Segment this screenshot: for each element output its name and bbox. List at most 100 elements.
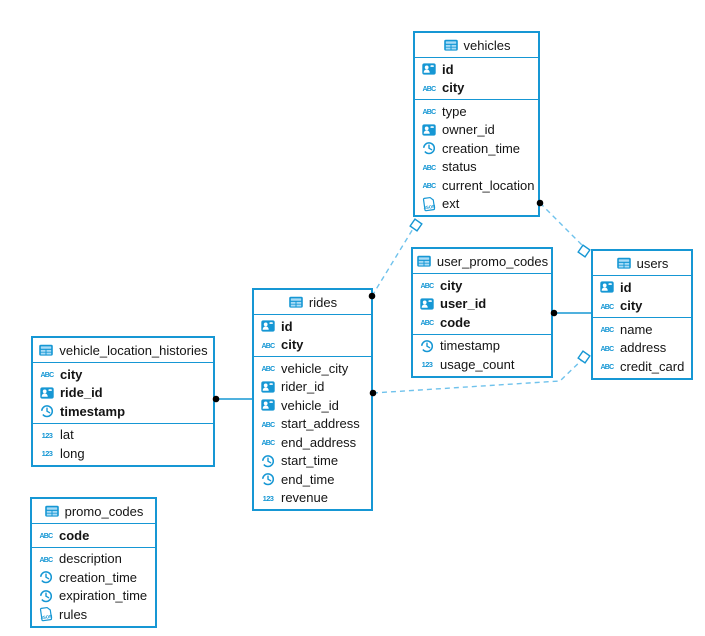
svg-text:ABC: ABC	[422, 109, 436, 116]
table-icon	[616, 255, 632, 271]
edge-diamond-marker	[577, 244, 591, 258]
column-row[interactable]: id	[593, 278, 691, 297]
table-header[interactable]: vehicles	[415, 33, 538, 58]
column-name: owner_id	[442, 122, 495, 138]
person-id-icon	[39, 385, 55, 401]
column-name: ride_id	[60, 385, 103, 401]
column-name: revenue	[281, 490, 328, 506]
column-row[interactable]: user_id	[413, 295, 551, 314]
column-name: city	[60, 366, 83, 382]
column-row[interactable]: end_time	[254, 470, 371, 489]
svg-text:ABC: ABC	[261, 422, 275, 429]
column-name: start_address	[281, 416, 360, 432]
column-name: user_id	[440, 296, 487, 312]
table-header[interactable]: rides	[254, 290, 371, 315]
column-row[interactable]: ride_id	[33, 384, 213, 403]
number-123-icon: 123	[39, 427, 55, 443]
column-name: end_address	[281, 434, 357, 450]
abc-text-icon: ABC	[599, 298, 615, 314]
table-name: user_promo_codes	[436, 253, 549, 269]
person-id-icon	[421, 61, 437, 77]
clock-icon	[260, 471, 276, 487]
column-row[interactable]: ABC start_address	[254, 415, 371, 434]
table-header[interactable]: vehicle_location_histories	[33, 338, 213, 363]
svg-text:JSON: JSON	[40, 614, 53, 621]
column-row[interactable]: ABC credit_card	[593, 357, 691, 376]
column-row[interactable]: start_time	[254, 452, 371, 471]
svg-text:ABC: ABC	[40, 372, 54, 379]
table-header[interactable]: promo_codes	[32, 499, 155, 524]
column-row[interactable]: ABC city	[413, 276, 551, 295]
svg-text:ABC: ABC	[39, 533, 53, 540]
svg-text:ABC: ABC	[420, 283, 434, 290]
abc-text-icon: ABC	[419, 314, 435, 330]
svg-text:JSON: JSON	[423, 204, 436, 211]
column-name: credit_card	[620, 358, 685, 374]
clock-icon	[419, 338, 435, 354]
abc-text-icon: ABC	[260, 416, 276, 432]
table-icon	[38, 342, 54, 358]
table-header[interactable]: users	[593, 251, 691, 276]
column-row[interactable]: rider_id	[254, 378, 371, 397]
column-row[interactable]: creation_time	[415, 139, 538, 158]
column-row[interactable]: creation_time	[32, 568, 155, 587]
column-name: current_location	[442, 177, 535, 193]
relationship-edge-vehicles-users[interactable]	[539, 202, 588, 251]
column-name: id	[442, 61, 454, 77]
svg-text:ABC: ABC	[261, 440, 275, 447]
column-row[interactable]: owner_id	[415, 121, 538, 140]
column-row[interactable]: vehicle_id	[254, 396, 371, 415]
column-name: city	[440, 277, 463, 293]
column-name: timestamp	[440, 338, 500, 354]
column-row[interactable]: ABC end_address	[254, 433, 371, 452]
column-row[interactable]: id	[254, 317, 371, 336]
json-document-icon: JSON	[38, 606, 54, 622]
number-123-icon: 123	[39, 445, 55, 461]
table-name: vehicles	[463, 37, 511, 53]
column-row[interactable]: id	[415, 60, 538, 79]
column-row[interactable]: timestamp	[413, 337, 551, 356]
clock-icon	[38, 588, 54, 604]
svg-text:123: 123	[42, 431, 53, 440]
clock-icon	[421, 140, 437, 156]
svg-text:ABC: ABC	[261, 343, 275, 350]
table-name: promo_codes	[64, 503, 144, 519]
abc-text-icon: ABC	[419, 277, 435, 293]
column-name: id	[620, 279, 632, 295]
clock-icon	[38, 569, 54, 585]
column-name: name	[620, 321, 653, 337]
table-header[interactable]: user_promo_codes	[413, 249, 551, 274]
svg-text:ABC: ABC	[600, 364, 614, 371]
column-row[interactable]: expiration_time	[32, 587, 155, 606]
column-row[interactable]: ABC city	[33, 365, 213, 384]
column-row[interactable]: timestamp	[33, 402, 213, 421]
